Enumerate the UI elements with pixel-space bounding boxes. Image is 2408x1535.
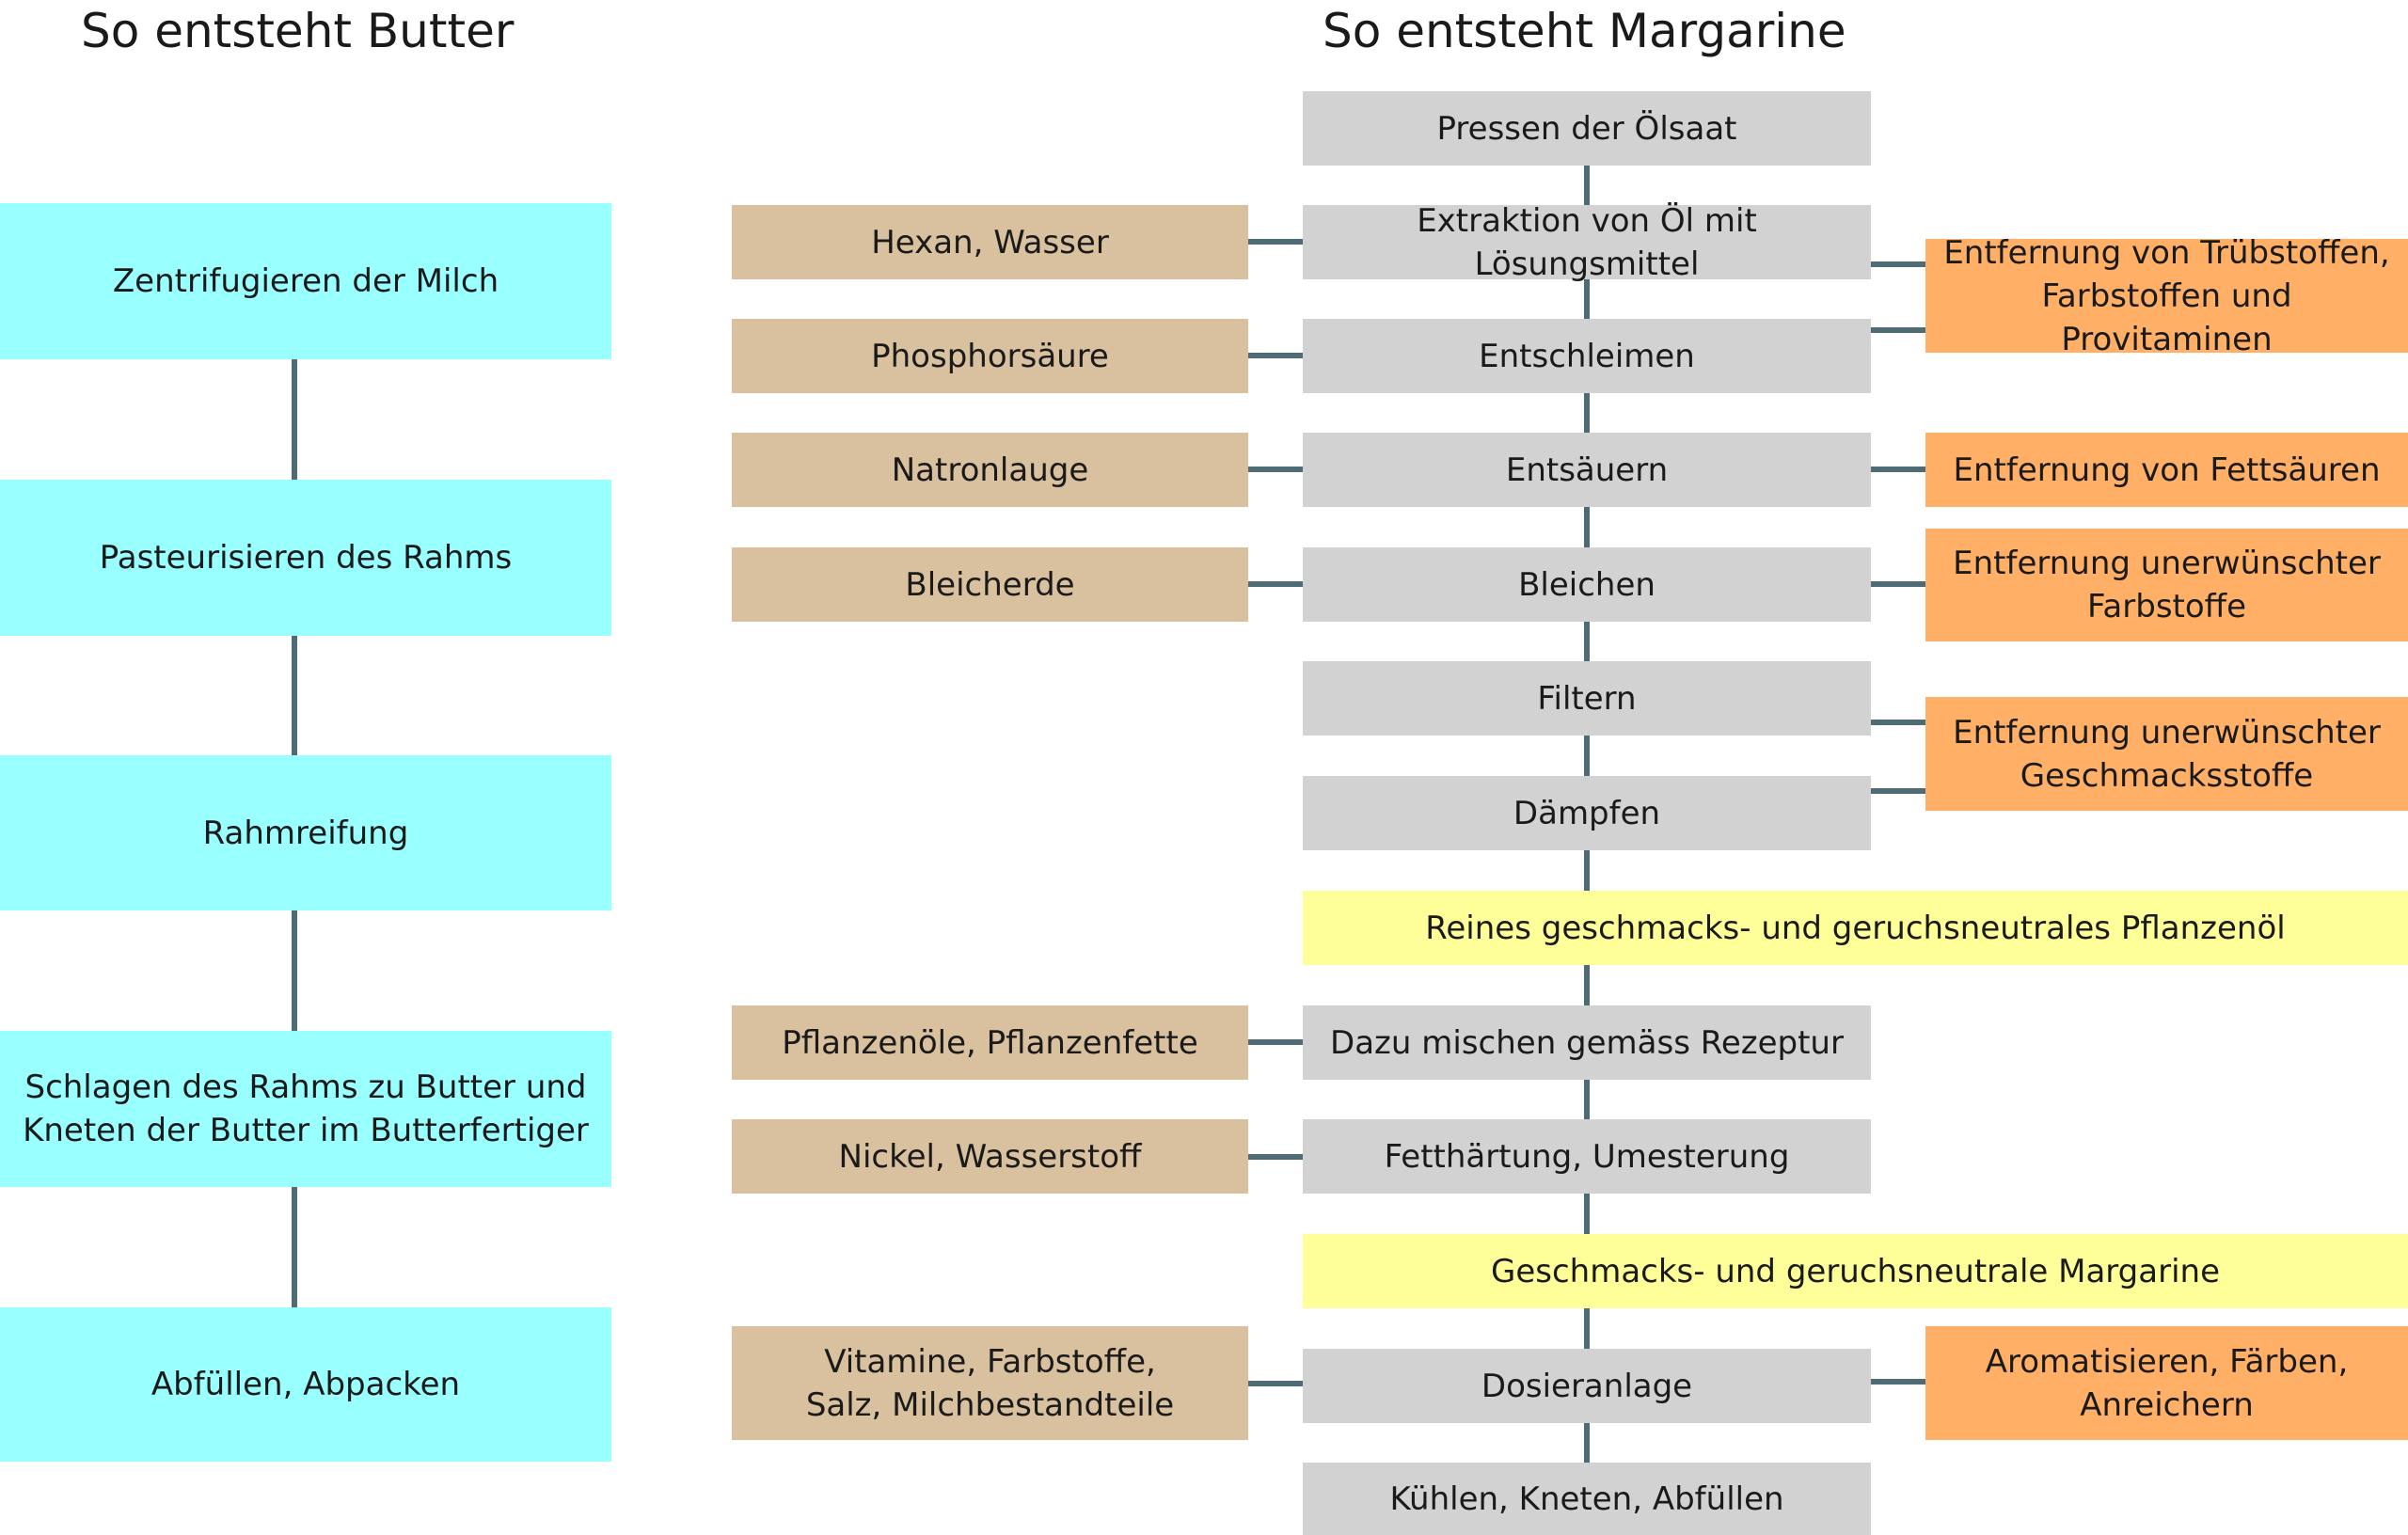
effect-connector: [1871, 720, 1925, 725]
butter-connector: [292, 636, 297, 756]
additive-caustic-soda: Natronlauge: [732, 433, 1248, 507]
margarine-connector: [1584, 166, 1590, 205]
additive-bleaching-earth: Bleicherde: [732, 547, 1248, 622]
effect-connector: [1871, 1379, 1925, 1385]
margarine-connector: [1584, 736, 1590, 776]
additive-connector: [1248, 1154, 1303, 1160]
additive-hexane-water: Hexan, Wasser: [732, 205, 1248, 279]
effect-turbidity-removal: Entfernung von Trübstoffen, Farbstoffen …: [1925, 234, 2408, 358]
margarine-step-degumming: Entschleimen: [1303, 319, 1871, 393]
effect-connector: [1871, 581, 1925, 587]
butter-connector: [292, 910, 297, 1031]
margarine-step-mixing: Dazu mischen gemäss Rezeptur: [1303, 1005, 1871, 1080]
butter-connector: [292, 359, 297, 480]
margarine-connector: [1584, 1423, 1590, 1463]
margarine-connector: [1584, 850, 1590, 891]
margarine-step-steaming: Dämpfen: [1303, 776, 1871, 850]
butter-connector: [292, 1187, 297, 1307]
additive-connector: [1248, 353, 1303, 358]
margarine-connector: [1584, 622, 1590, 661]
butter-step-packaging: Abfüllen, Abpacken: [0, 1307, 611, 1462]
butter-step-centrifuge: Zentrifugieren der Milch: [0, 203, 611, 359]
margarine-intermediate-margarine: Geschmacks- und geruchsneutrale Margarin…: [1303, 1234, 2408, 1308]
butter-title: So entsteht Butter: [81, 4, 515, 58]
effect-connector: [1871, 261, 1925, 267]
margarine-step-dosing: Dosieranlage: [1303, 1349, 1871, 1423]
margarine-step-extraction: Extraktion von Öl mit Lösungsmittel: [1303, 202, 1871, 283]
butter-step-churning: Schlagen des Rahms zu Butter und Kneten …: [0, 1031, 611, 1187]
margarine-step-cooling: Kühlen, Kneten, Abfüllen: [1303, 1463, 1871, 1535]
butter-step-ripening: Rahmreifung: [0, 755, 611, 910]
effect-connector: [1871, 327, 1925, 333]
margarine-connector: [1584, 1308, 1590, 1349]
effect-connector: [1871, 788, 1925, 794]
additive-vitamins: Vitamine, Farbstoffe, Salz, Milchbestand…: [732, 1326, 1248, 1440]
margarine-connector: [1584, 1080, 1590, 1119]
margarine-connector: [1584, 507, 1590, 547]
additive-vegetable-oils: Pflanzenöle, Pflanzenfette: [732, 1005, 1248, 1080]
margarine-step-hardening: Fetthärtung, Umesterung: [1303, 1119, 1871, 1194]
margarine-connector: [1584, 393, 1590, 433]
margarine-step-pressing: Pressen der Ölsaat: [1303, 91, 1871, 166]
effect-fatty-acid-removal: Entfernung von Fettsäuren: [1925, 433, 2408, 507]
margarine-step-deacidifying: Entsäuern: [1303, 433, 1871, 507]
margarine-title: So entsteht Margarine: [1323, 4, 1846, 58]
margarine-step-bleaching: Bleichen: [1303, 547, 1871, 622]
additive-connector: [1248, 1381, 1303, 1386]
margarine-step-filtering: Filtern: [1303, 661, 1871, 736]
additive-nickel-hydrogen: Nickel, Wasserstoff: [732, 1119, 1248, 1194]
margarine-connector: [1584, 279, 1590, 319]
additive-connector: [1248, 467, 1303, 472]
additive-connector: [1248, 581, 1303, 587]
effect-connector: [1871, 467, 1925, 472]
effect-flavor-removal: Entfernung unerwünschter Geschmacksstoff…: [1925, 697, 2408, 811]
margarine-intermediate-oil: Reines geschmacks- und geruchsneutrales …: [1303, 891, 2408, 965]
margarine-connector: [1584, 1194, 1590, 1234]
margarine-connector: [1584, 965, 1590, 1005]
additive-connector: [1248, 1039, 1303, 1045]
additive-phosphoric-acid: Phosphorsäure: [732, 319, 1248, 393]
effect-colorant-removal: Entfernung unerwünschter Farbstoffe: [1925, 529, 2408, 641]
effect-flavoring: Aromatisieren, Färben, Anreichern: [1925, 1326, 2408, 1440]
butter-step-pasteurize: Pasteurisieren des Rahms: [0, 480, 611, 636]
additive-connector: [1248, 239, 1303, 245]
